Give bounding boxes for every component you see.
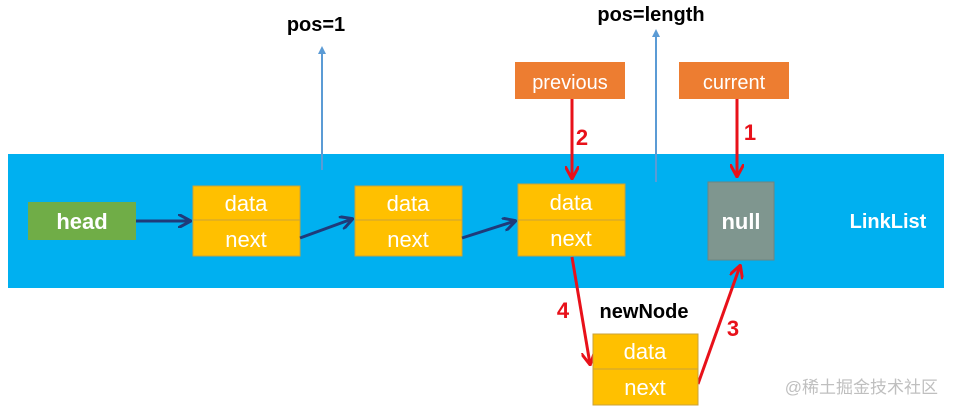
node-3-data-cell bbox=[517, 183, 626, 221]
step-4-number: 4 bbox=[557, 298, 570, 323]
new-node: data next bbox=[592, 333, 699, 406]
node-3-next-text: next bbox=[550, 226, 592, 251]
step-1-number: 1 bbox=[744, 120, 756, 145]
node-1-data-cell bbox=[192, 185, 301, 221]
step-2-number: 2 bbox=[576, 125, 588, 150]
pos-first-label: pos=1 bbox=[287, 14, 345, 36]
list-node-1: data next bbox=[192, 185, 301, 257]
node-1-next-text: next bbox=[225, 227, 267, 252]
list-node-2: data next bbox=[354, 185, 463, 257]
node-3-next-cell bbox=[517, 219, 626, 257]
new-node-label: newNode bbox=[600, 301, 689, 323]
step-3-arrow bbox=[696, 266, 740, 385]
new-node-data-text: data bbox=[624, 339, 668, 364]
new-node-data-cell bbox=[592, 333, 699, 370]
previous-pointer-box bbox=[515, 62, 625, 99]
node-1-data-text: data bbox=[225, 191, 269, 216]
step-3-number: 3 bbox=[727, 316, 739, 341]
node-2-next-text: next bbox=[387, 227, 429, 252]
head-box bbox=[28, 202, 136, 240]
null-box bbox=[707, 181, 775, 261]
current-pointer-label: current bbox=[703, 72, 766, 94]
pos-last-label: pos=length bbox=[597, 4, 704, 26]
node-1-to-node-2-arrow bbox=[299, 219, 352, 240]
step-4-arrow bbox=[570, 256, 590, 364]
node-2-data-cell bbox=[354, 185, 463, 221]
linklist-label: LinkList bbox=[850, 211, 927, 233]
node-2-to-node-3-arrow bbox=[461, 221, 515, 240]
null-label: null bbox=[721, 209, 760, 234]
node-3-data-text: data bbox=[550, 190, 594, 215]
current-pointer-box bbox=[679, 62, 789, 99]
watermark: @稀土掘金技术社区 bbox=[785, 378, 938, 397]
previous-pointer-label: previous bbox=[532, 72, 608, 94]
head-label: head bbox=[56, 209, 107, 234]
new-node-next-text: next bbox=[624, 375, 666, 400]
list-node-3: data next bbox=[517, 183, 626, 257]
new-node-next-cell bbox=[592, 368, 699, 406]
node-2-data-text: data bbox=[387, 191, 431, 216]
